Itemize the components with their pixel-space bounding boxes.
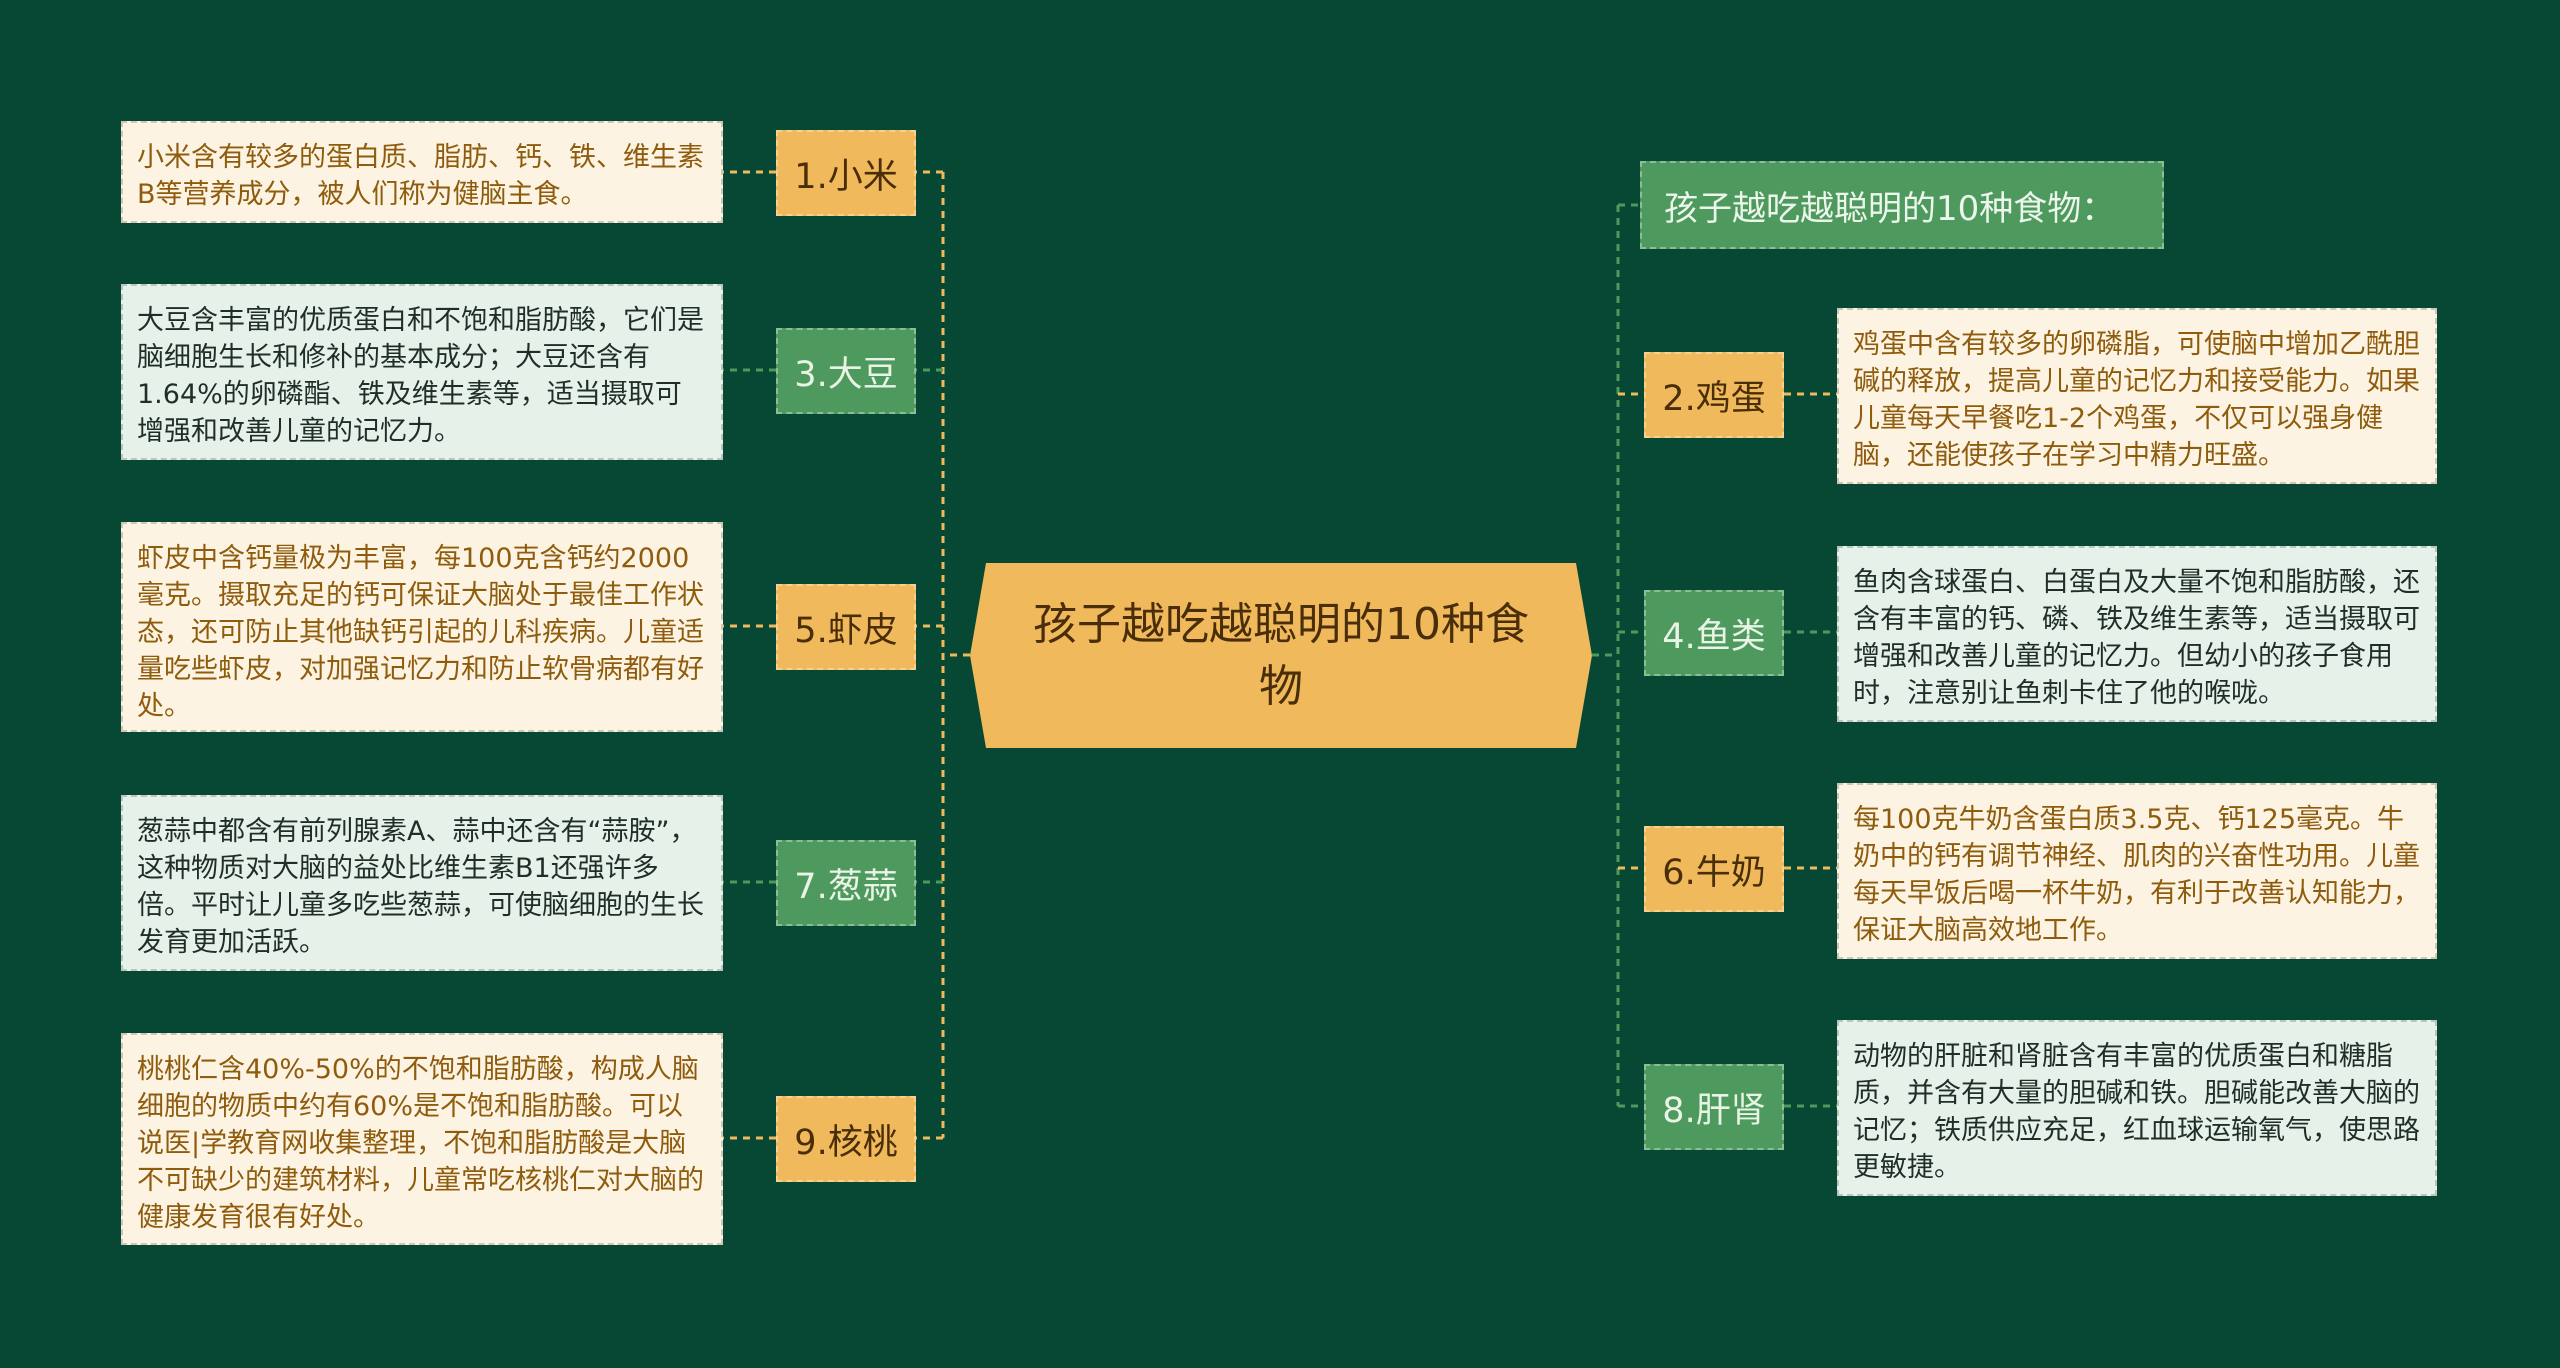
right-header-text: 孩子越吃越聪明的10种食物： bbox=[1664, 188, 2116, 229]
right-item-label[interactable]: 6.牛奶 bbox=[1644, 826, 1784, 912]
left-item-label[interactable]: 7.葱蒜 bbox=[776, 840, 916, 926]
left-item-desc[interactable]: 桃桃仁含40%-50%的不饱和脂肪酸，构成人脑细胞的物质中约有60%是不饱和脂肪… bbox=[121, 1033, 723, 1245]
right-item-desc[interactable]: 每100克牛奶含蛋白质3.5克、钙125毫克。牛奶中的钙有调节神经、肌肉的兴奋性… bbox=[1837, 783, 2437, 959]
right-header-node[interactable]: 孩子越吃越聪明的10种食物： bbox=[1640, 161, 2164, 249]
right-item-label[interactable]: 2.鸡蛋 bbox=[1644, 352, 1784, 438]
central-topic[interactable]: 孩子越吃越聪明的10种食物 bbox=[970, 563, 1592, 748]
left-item-label[interactable]: 9.核桃 bbox=[776, 1096, 916, 1182]
left-item-label[interactable]: 3.大豆 bbox=[776, 328, 916, 414]
central-topic-text: 孩子越吃越聪明的10种食物 bbox=[1033, 598, 1529, 712]
left-item-desc[interactable]: 小米含有较多的蛋白质、脂肪、钙、铁、维生素B等营养成分，被人们称为健脑主食。 bbox=[121, 121, 723, 223]
right-item-label[interactable]: 8.肝肾 bbox=[1644, 1064, 1784, 1150]
left-item-label[interactable]: 1.小米 bbox=[776, 130, 916, 216]
right-item-desc[interactable]: 鱼肉含球蛋白、白蛋白及大量不饱和脂肪酸，还含有丰富的钙、磷、铁及维生素等，适当摄… bbox=[1837, 546, 2437, 722]
right-item-desc[interactable]: 动物的肝脏和肾脏含有丰富的优质蛋白和糖脂质，并含有大量的胆碱和铁。胆碱能改善大脑… bbox=[1837, 1020, 2437, 1196]
left-item-desc[interactable]: 虾皮中含钙量极为丰富，每100克含钙约2000毫克。摄取充足的钙可保证大脑处于最… bbox=[121, 522, 723, 732]
right-item-desc[interactable]: 鸡蛋中含有较多的卵磷脂，可使脑中增加乙酰胆碱的释放，提高儿童的记忆力和接受能力。… bbox=[1837, 308, 2437, 484]
right-item-label[interactable]: 4.鱼类 bbox=[1644, 590, 1784, 676]
left-item-desc[interactable]: 葱蒜中都含有前列腺素A、蒜中还含有“蒜胺”，这种物质对大脑的益处比维生素B1还强… bbox=[121, 795, 723, 971]
left-item-desc[interactable]: 大豆含丰富的优质蛋白和不饱和脂肪酸，它们是脑细胞生长和修补的基本成分；大豆还含有… bbox=[121, 284, 723, 460]
left-item-label[interactable]: 5.虾皮 bbox=[776, 584, 916, 670]
